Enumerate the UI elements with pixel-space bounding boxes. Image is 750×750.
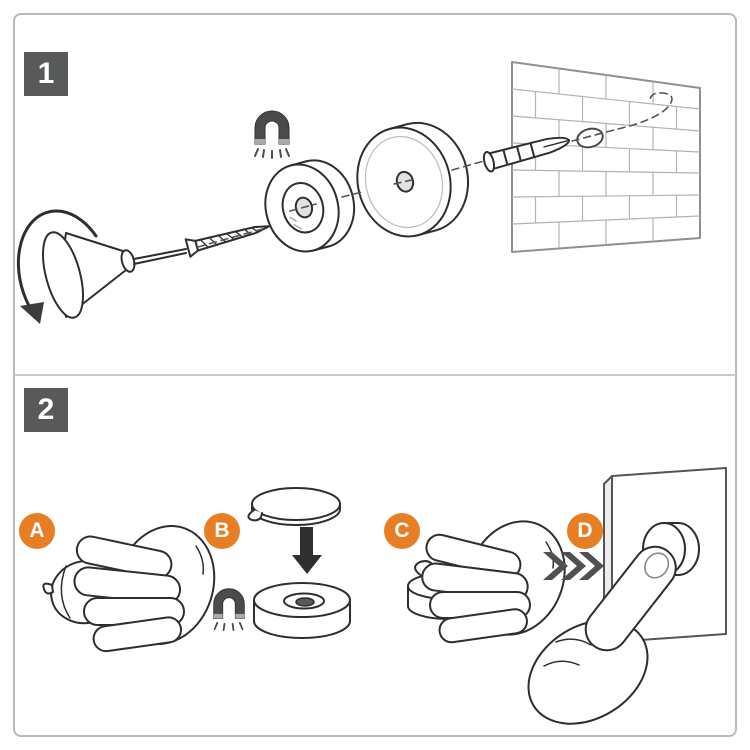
brick-wall [511,61,701,253]
wall-anchor [482,136,571,173]
ring-magnet-b [253,582,351,639]
substep-a [42,525,216,653]
substep-d-badge: D [567,513,603,549]
hand-a [73,525,216,653]
panel-divider [14,374,736,376]
substep-a-badge: A [19,513,55,549]
magnet-field-dashes [254,148,290,159]
liner-tab [42,582,54,595]
step1-badge: 1 [24,52,68,96]
substep-c [407,520,566,644]
step1-illustration [16,61,701,324]
wall-hole [576,127,604,149]
screwdriver [42,231,187,319]
rotation-arrow-icon [16,209,98,324]
substep-b-badge: B [204,513,240,549]
press-arrows-icon [543,552,604,580]
step2-badge: 2 [24,388,68,432]
step2-illustration [42,467,727,725]
thumb-press-d [527,545,677,725]
substep-c-badge: C [384,513,420,549]
magnet-ring-front [264,159,356,253]
substep-b [213,487,351,639]
hand-c [421,520,566,644]
down-arrow-icon [292,527,322,574]
screw [184,225,271,258]
horseshoe-magnet-icon [254,110,290,159]
horseshoe-magnet-icon-b [213,588,245,632]
brick-joints [534,68,678,249]
substep-d [527,467,727,725]
adhesive-liner-disc [247,487,341,526]
assembly-axis-dashed-line [197,92,673,248]
